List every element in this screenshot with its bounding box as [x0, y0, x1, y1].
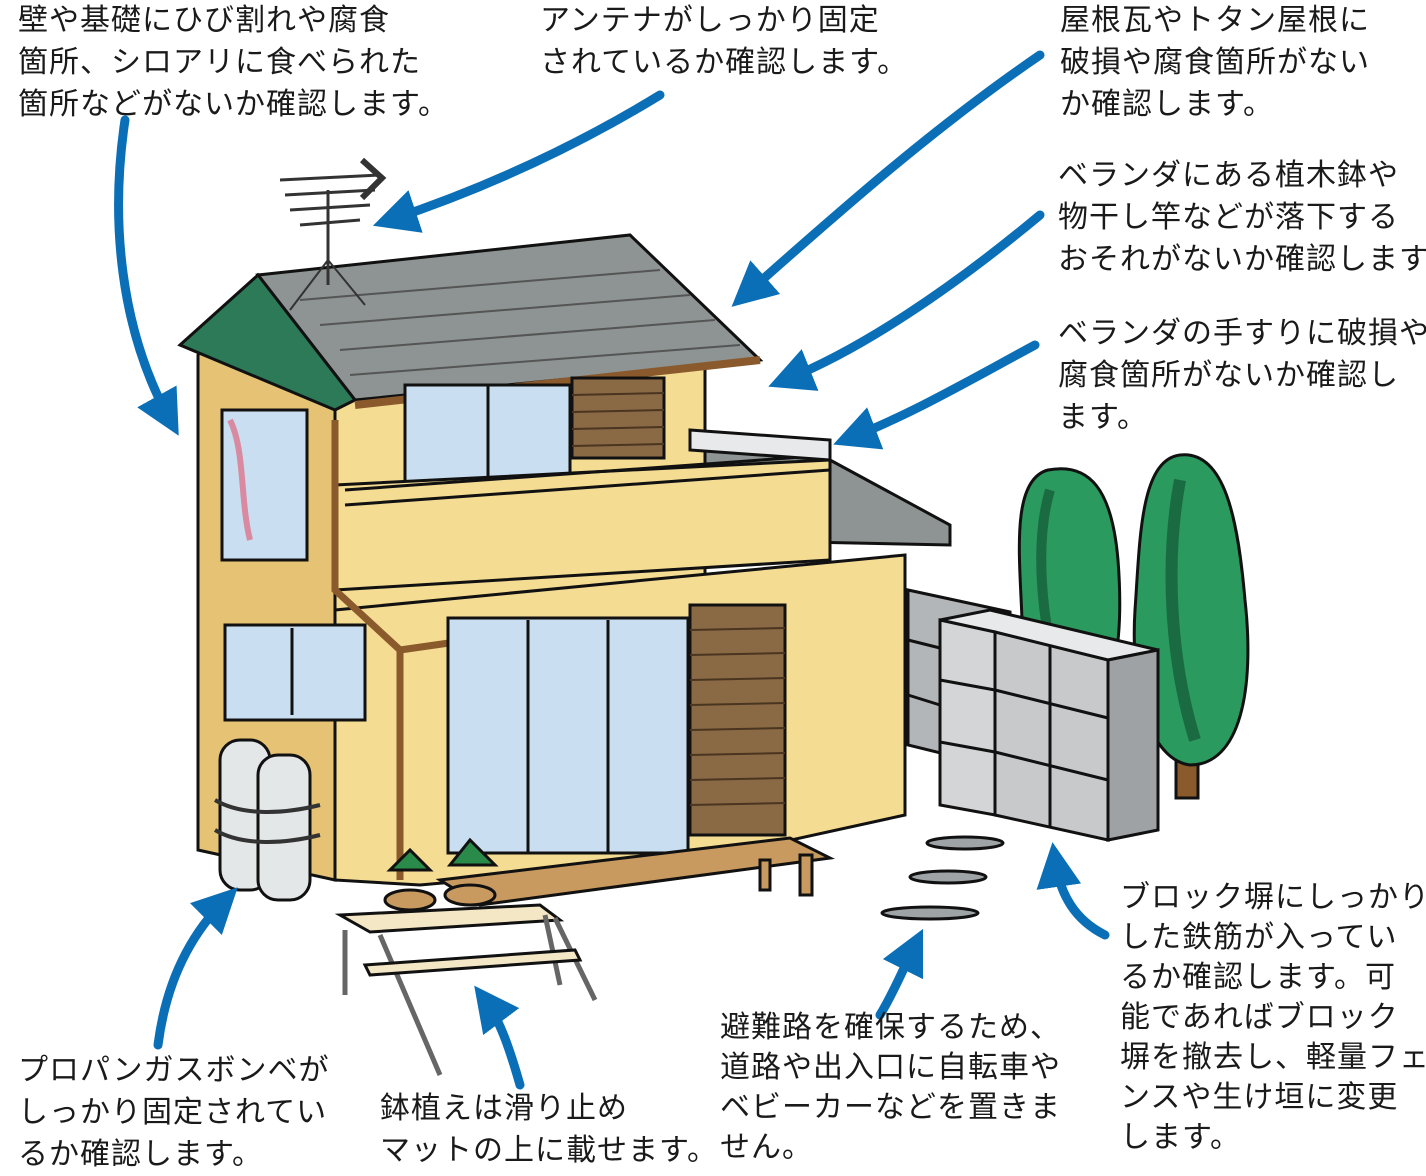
callout-arrows	[114, 50, 1110, 1090]
callout-line: 物干し竿などが落下する	[1058, 200, 1399, 235]
arrow-walls	[114, 115, 179, 436]
house	[177, 233, 952, 907]
callout-line: 壁や基礎にひび割れや腐食	[18, 3, 390, 38]
callout-line: ブロック塀にしっかり	[1120, 880, 1426, 915]
arrow-veranda-rail	[833, 340, 1040, 450]
callout-line: ベランダにある植木鉢や	[1058, 158, 1399, 193]
callout-line: るか確認します。可	[1120, 960, 1396, 995]
callout-antenna: アンテナがしっかり固定 されているか確認します。	[540, 0, 908, 84]
callout-line: 腐食箇所がないか確認し	[1058, 358, 1399, 393]
callout-veranda-items: ベランダにある植木鉢や 物干し竿などが落下する おそれがないか確認します。	[1058, 155, 1426, 281]
gas-cylinders	[213, 738, 321, 902]
plant-stand	[334, 837, 598, 1076]
callout-line: ベビーカーなどを置きま	[720, 1090, 1061, 1125]
callout-propane: プロパンガスボンベが しっかり固定されてい るか確認します。	[18, 1050, 330, 1176]
arrow-evacuation	[875, 928, 924, 1020]
stepping-stones	[880, 835, 1005, 921]
callout-line: るか確認します。	[18, 1137, 263, 1172]
callout-line: 鉢植えは滑り止め	[380, 1091, 628, 1126]
callout-line: 道路や出入口に自転車や	[720, 1050, 1061, 1085]
callout-line: 塀を撤去し、軽量フェ	[1120, 1040, 1426, 1075]
callout-line: します。	[1120, 1120, 1241, 1155]
callout-line: 避難路を確保するため、	[720, 1010, 1061, 1045]
callout-evacuation: 避難路を確保するため、 道路や出入口に自転車や ベビーカーなどを置きま せん。	[720, 1008, 1061, 1168]
callout-line: 破損や腐食箇所がない	[1060, 45, 1370, 80]
callout-line: か確認します。	[1060, 87, 1274, 122]
callout-block-wall: ブロック塀にしっかり した鉄筋が入ってい るか確認します。可 能であればブロック…	[1120, 878, 1426, 1158]
arrow-roof	[731, 50, 1045, 307]
antenna	[279, 157, 387, 311]
callout-line: 屋根瓦やトタン屋根に	[1060, 3, 1370, 38]
block-wall	[906, 588, 1160, 842]
callout-line: しっかり固定されてい	[18, 1095, 328, 1130]
arrow-propane	[153, 887, 238, 1050]
callout-line: ベランダの手すりに破損や	[1058, 316, 1426, 351]
arrow-antenna	[372, 90, 665, 233]
callout-line: せん。	[720, 1130, 813, 1165]
callout-line: 能であればブロック	[1120, 1000, 1399, 1035]
callout-potted-plants: 鉢植えは滑り止め マットの上に載せます。	[380, 1088, 718, 1172]
trees	[1017, 453, 1250, 800]
callout-line: マットの上に載せます。	[380, 1133, 718, 1168]
arrow-block-wall	[1036, 842, 1110, 940]
callout-line: ます。	[1058, 400, 1148, 435]
callout-line: アンテナがしっかり固定	[540, 3, 880, 38]
callout-line: おそれがないか確認します。	[1058, 242, 1426, 277]
callout-line: プロパンガスボンベが	[18, 1053, 330, 1088]
callout-line: ンスや生け垣に変更	[1120, 1080, 1399, 1115]
callout-line: 箇所などがないか確認します。	[18, 87, 449, 122]
arrow-veranda-items	[768, 210, 1045, 391]
callout-line: 箇所、シロアリに食べられた	[18, 45, 421, 80]
callout-line: されているか確認します。	[540, 45, 909, 80]
callout-walls: 壁や基礎にひび割れや腐食 箇所、シロアリに食べられた 箇所などがないか確認します…	[18, 0, 449, 126]
arrow-plants	[474, 985, 525, 1090]
callout-line: した鉄筋が入ってい	[1120, 920, 1398, 955]
callout-roof: 屋根瓦やトタン屋根に 破損や腐食箇所がない か確認します。	[1060, 0, 1370, 126]
callout-veranda-rail: ベランダの手すりに破損や 腐食箇所がないか確認し ます。	[1058, 313, 1426, 439]
